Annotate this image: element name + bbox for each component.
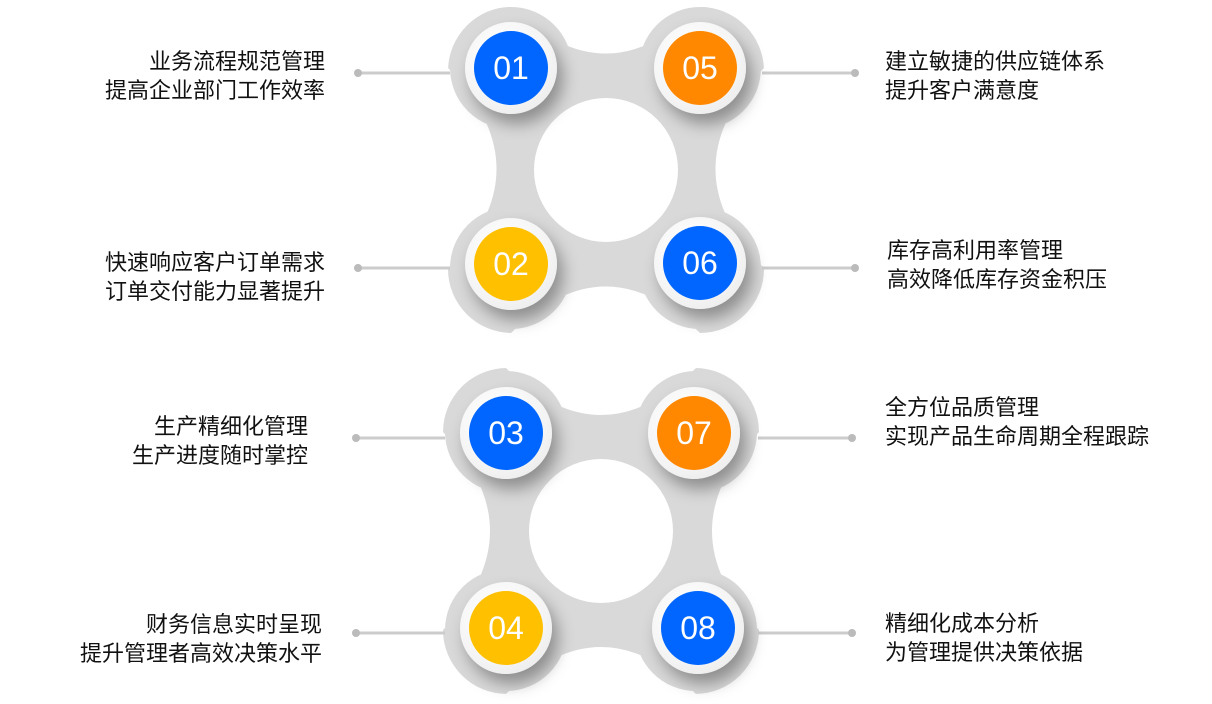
step-number: 07 <box>657 396 731 470</box>
step-text-02: 快速响应客户订单需求 订单交付能力显著提升 <box>105 249 325 307</box>
step-text-04: 财务信息实时呈现 提升管理者高效决策水平 <box>80 611 322 669</box>
step-badge-08: 08 <box>652 582 744 674</box>
step-text-06: 库存高利用率管理 高效降低库存资金积压 <box>887 237 1107 295</box>
step-text-01: 业务流程规范管理 提高企业部门工作效率 <box>105 48 325 106</box>
step-number: 06 <box>663 226 737 300</box>
step-badge-05: 05 <box>654 22 746 114</box>
step-text-07: 全方位品质管理 实现产品生命周期全程跟踪 <box>885 394 1149 452</box>
step-title: 快速响应客户订单需求 <box>104 251 325 276</box>
step-desc: 为管理提供决策依据 <box>885 641 1084 666</box>
step-title: 业务流程规范管理 <box>148 50 325 75</box>
step-number: 01 <box>474 31 548 105</box>
step-text-03: 生产精细化管理 生产进度随时掌控 <box>132 413 308 471</box>
step-title: 精细化成本分析 <box>885 612 1040 637</box>
step-badge-01: 01 <box>465 22 557 114</box>
step-badge-02: 02 <box>465 218 557 310</box>
step-badge-04: 04 <box>460 582 552 674</box>
step-desc: 高效降低库存资金积压 <box>887 268 1108 293</box>
step-desc: 生产进度随时掌控 <box>131 444 308 469</box>
step-title: 财务信息实时呈现 <box>145 613 322 638</box>
step-number: 02 <box>474 227 548 301</box>
connector-lines <box>352 69 859 637</box>
step-desc: 提高企业部门工作效率 <box>104 79 325 104</box>
step-number: 03 <box>469 396 543 470</box>
step-badge-03: 03 <box>460 387 552 479</box>
step-desc: 订单交付能力显著提升 <box>104 280 325 305</box>
step-title: 生产精细化管理 <box>153 415 308 440</box>
step-desc: 实现产品生命周期全程跟踪 <box>885 425 1150 450</box>
step-title: 建立敏捷的供应链体系 <box>885 50 1106 75</box>
step-number: 04 <box>469 591 543 665</box>
step-number: 05 <box>663 31 737 105</box>
step-badge-07: 07 <box>648 387 740 479</box>
step-text-08: 精细化成本分析 为管理提供决策依据 <box>885 610 1083 668</box>
step-text-05: 建立敏捷的供应链体系 提升客户满意度 <box>885 48 1105 106</box>
step-desc: 提升客户满意度 <box>885 79 1040 104</box>
step-desc: 提升管理者高效决策水平 <box>79 642 322 667</box>
step-badge-06: 06 <box>654 217 746 309</box>
step-title: 库存高利用率管理 <box>887 239 1064 264</box>
step-title: 全方位品质管理 <box>885 396 1040 421</box>
step-number: 08 <box>661 591 735 665</box>
